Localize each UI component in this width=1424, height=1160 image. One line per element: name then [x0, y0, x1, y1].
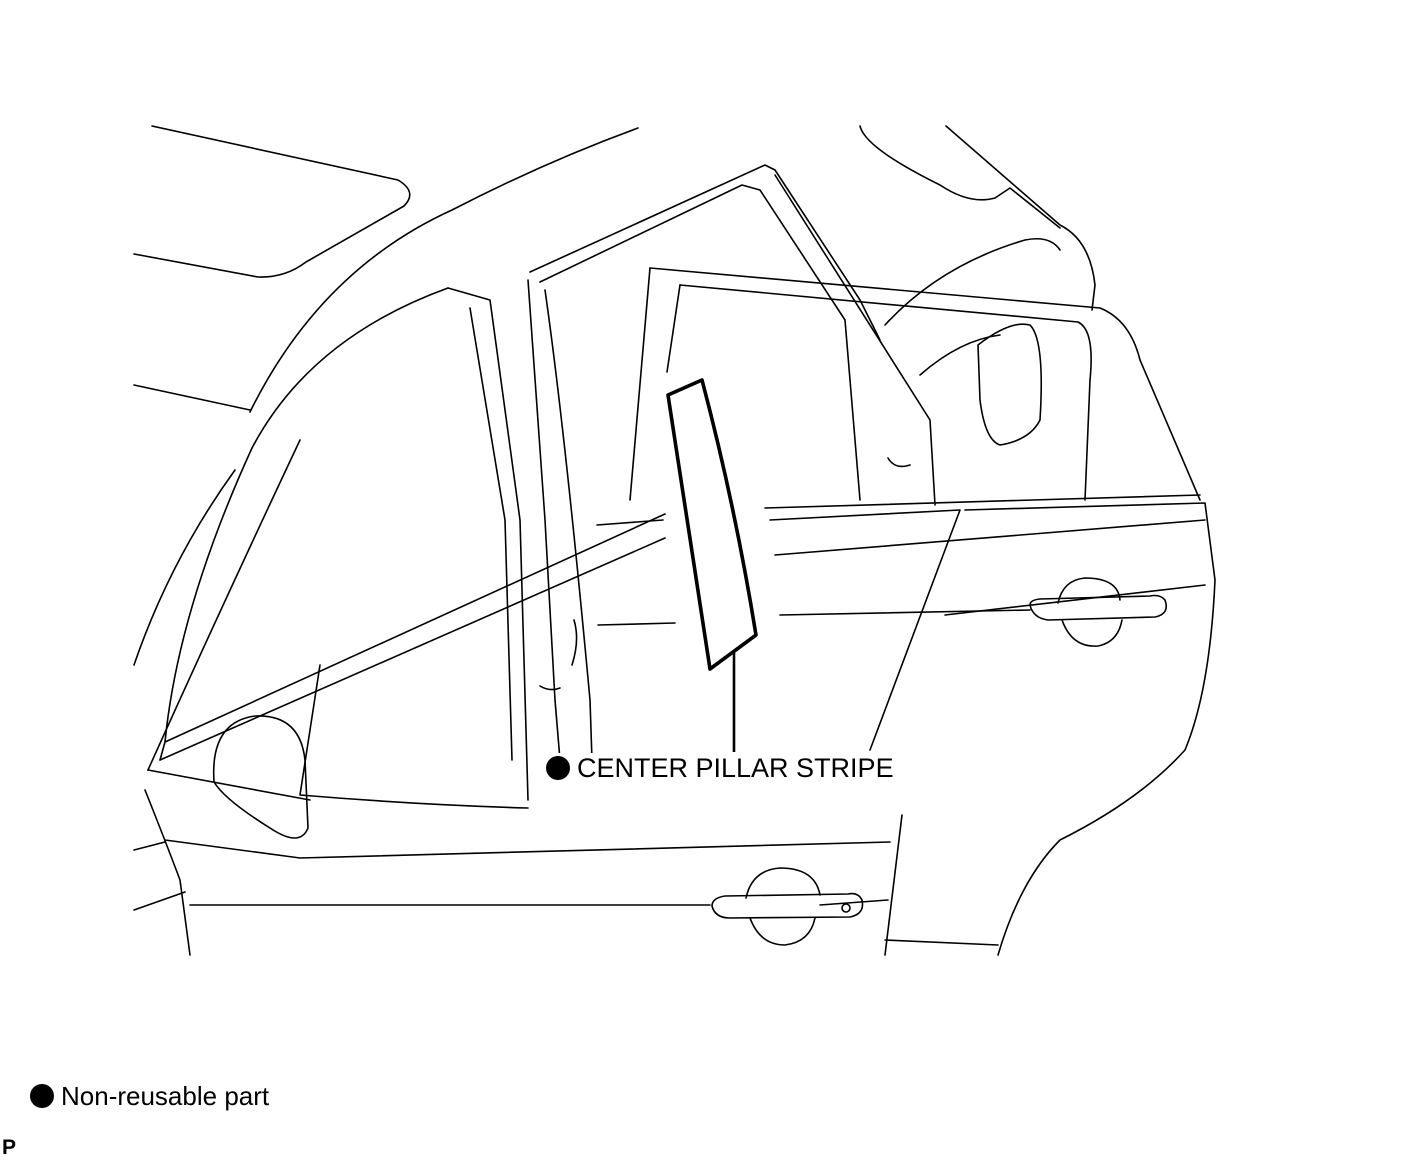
b-pillar-body — [527, 279, 593, 761]
center-pillar-stripe-callout: CENTER PILLAR STRIPE — [546, 753, 900, 783]
rear-door-window — [529, 164, 1201, 506]
legend-non-reusable: Non-reusable part — [30, 1081, 270, 1111]
callout-text: CENTER PILLAR STRIPE — [577, 753, 894, 783]
filled-circle-icon — [30, 1084, 54, 1108]
rear-interior — [859, 125, 1096, 446]
filled-circle-icon — [546, 756, 570, 780]
legend-text: Non-reusable part — [61, 1081, 270, 1111]
front-door-handle — [711, 867, 864, 946]
door-panels — [133, 494, 1216, 956]
roof-outline — [133, 125, 639, 771]
rear-door-handle — [1029, 577, 1168, 647]
corner-mark: P — [2, 1136, 17, 1159]
front-door-window — [144, 287, 666, 956]
center-pillar-stripe-part — [666, 378, 758, 671]
